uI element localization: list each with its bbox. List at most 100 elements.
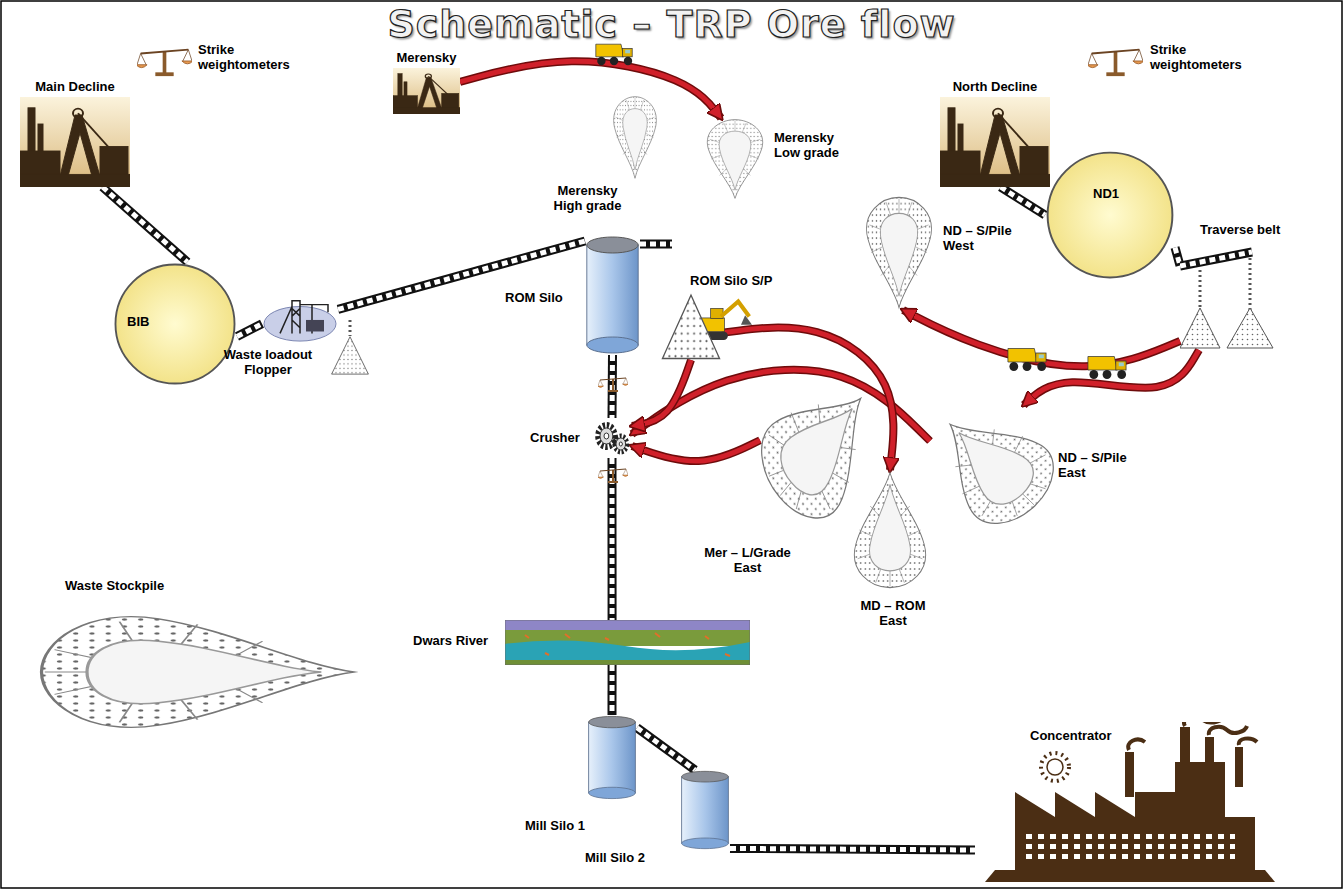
haul-arrow [460,61,721,118]
haul-arrow [632,360,691,426]
haul-truck [1008,349,1046,372]
weigh-circle [1048,153,1173,278]
silo [589,716,636,798]
conveyor-belt [1175,248,1180,266]
conveyor-belt [608,665,617,715]
waste-stockpile [42,617,354,728]
weightometer-icon [598,469,629,483]
weigh-circle [1045,150,1175,280]
weightometer-icon [136,50,193,76]
haul-truck [1088,357,1126,380]
silo: ROM Silo [585,235,640,355]
haul-arrow [1024,350,1199,405]
conveyor-belt [237,324,262,337]
conveyor-belt [237,324,262,337]
weigh-circle [115,264,234,383]
stockpile: Merensky Low grade [700,118,770,200]
conveyor-belt [103,187,188,262]
conveyor-belt [103,187,188,262]
traverse-belt: Traverse belt [1180,222,1275,350]
silo-feed-belt [640,242,672,247]
weigh-circle: ND1 [1045,150,1175,280]
silo [587,237,638,353]
haul-arrow [1024,350,1199,405]
shaft-icon: North Decline [940,97,1050,187]
flopper-icon [262,295,338,343]
node-label: North Decline [940,79,1050,94]
conveyor-belt [1175,248,1180,266]
conveyor-belt [338,241,585,309]
silo [585,235,640,355]
conveyor-belt [1001,187,1046,215]
flopper-icon: Waste loadout Flopper [262,295,338,343]
node-label: Main Decline [20,79,130,94]
node-label: ROM Silo S/P [690,273,772,288]
crusher-icon [592,418,632,458]
stockpile [915,391,1070,540]
concentrator-plant [985,714,1275,882]
haul-arrow [1024,350,1199,405]
conveyor-belt [1001,187,1046,215]
cone-stockpile: ROM Silo S/P [660,292,722,360]
traverse-belt [1180,222,1275,350]
waste-pile [332,337,369,374]
stockpile: MD – ROM East [845,470,935,590]
haul-arrow [632,360,691,426]
conveyor-belt [730,848,975,850]
shaft-icon [393,68,460,114]
waste-stockpile [35,602,360,742]
conveyor-belt [338,241,585,309]
conveyor-belt [612,665,613,715]
haul-arrow [632,440,760,461]
concentrator-plant: Concentrator [975,722,1275,882]
node-label: ND1 [1093,186,1119,201]
haul-truck [596,44,632,65]
silo [587,715,637,800]
node-label: Merensky [388,50,465,65]
conveyor-belt [637,728,695,770]
node-label: Concentrator [1030,728,1112,743]
silo: Mill Silo 1 [587,715,637,800]
haul-arrow [632,440,760,461]
stockpile [707,120,762,199]
node-label: ROM Silo [505,290,563,305]
silo: Mill Silo 2 [680,770,730,850]
cone-stockpile [660,292,722,360]
node-label: Traverse belt [1200,222,1280,237]
conveyor-belt [730,848,975,850]
node-label: BIB [127,314,149,329]
shaft-icon [940,97,1050,187]
stockpile [930,405,1055,525]
node-label: Mill Silo 1 [525,818,585,833]
annotation-label: Strike weightometers [198,42,306,72]
node-label: Merensky Low grade [774,130,854,160]
shaft-icon [940,97,1050,187]
conveyor-belt [237,324,262,337]
stockpile: Merensky High grade [608,95,662,180]
shaft-icon [393,68,460,114]
stockpile: Mer – L/Grade East [760,375,880,520]
node-label: Crusher [530,430,580,445]
cone-stockpile [662,295,719,358]
conveyor-belt [637,728,695,770]
conveyor-belt [338,241,585,309]
river-band [505,620,750,665]
node-label: ND – S/Pile East [1058,450,1138,480]
conveyor-belt [103,187,188,262]
stockpile: ND – S/Pile East [930,405,1055,525]
node-label: Waste loadout Flopper [212,347,324,377]
shaft-icon [20,97,130,187]
haul-arrow [632,360,691,426]
haul-arrow [460,61,721,118]
stockpile [700,118,770,200]
weightometer-icon [1087,50,1144,76]
node-label: Dwars River [413,633,488,648]
traverse-belt [1180,252,1273,348]
stockpile [760,375,880,520]
conveyor-belt [637,728,695,770]
stockpile: ND – S/Pile West [858,195,940,310]
flopper-icon [264,301,336,341]
